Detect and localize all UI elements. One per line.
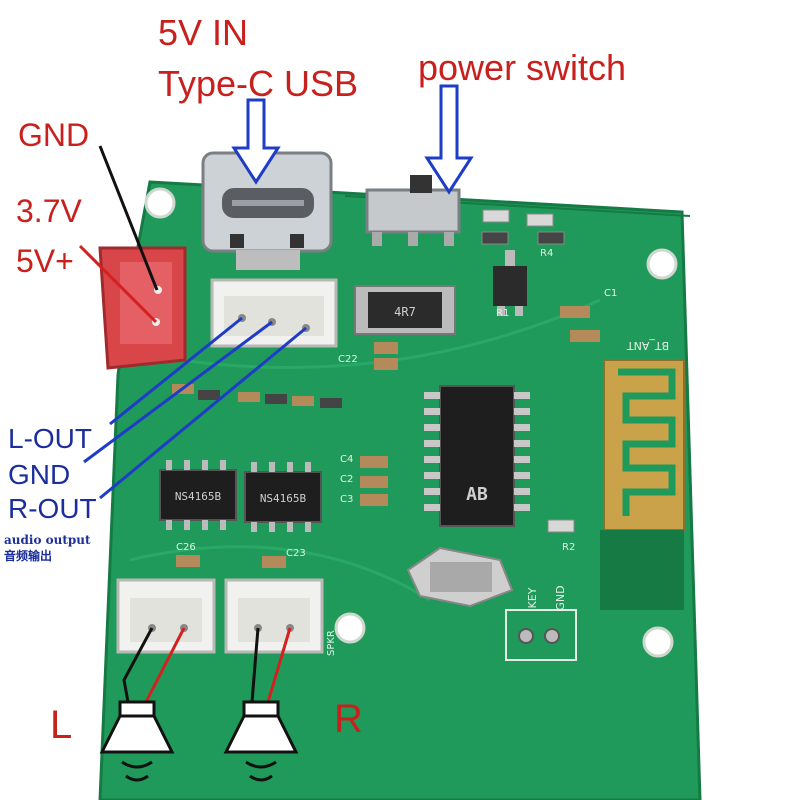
- usb-c-port: [201, 151, 333, 270]
- gnd-mark: GND: [554, 585, 567, 610]
- main-chip: AB: [424, 385, 530, 527]
- amp-right-mark: NS4165B: [260, 492, 307, 505]
- spkr-mark: SPKR: [326, 630, 337, 656]
- bt-ant-mark: BT_ANT: [627, 339, 670, 352]
- input-label-line1: 5V IN: [158, 12, 248, 53]
- power-switch: [365, 175, 461, 246]
- gnd-out-label: GND: [8, 459, 70, 490]
- audio-output-cn-label: 音频输出: [4, 548, 52, 563]
- audio-output-label: audio output: [4, 533, 91, 547]
- c2-mark: C2: [340, 474, 353, 485]
- audio-out-lines: [83, 316, 307, 500]
- transistor: [493, 250, 527, 316]
- r4-mark: R4: [540, 248, 553, 259]
- key-header: KEY GND: [505, 585, 577, 661]
- speaker-left-icon: [99, 700, 175, 782]
- r-out-label: R-OUT: [8, 493, 97, 524]
- key-mark: KEY: [526, 587, 539, 608]
- inductor: 4R7: [354, 285, 456, 335]
- c1-mark: C1: [604, 288, 617, 299]
- c22-mark: C22: [338, 354, 358, 365]
- silkscreen-labels: R1 R2 R4 C1 C2 C3 C4 C22 C23 C26 SPKR: [176, 248, 617, 656]
- audio-connector-3pin: [210, 278, 338, 348]
- speaker-connector-right: [224, 578, 324, 654]
- speaker-wires: [122, 627, 292, 703]
- switch-arrow-icon: [424, 84, 474, 195]
- inductor-mark: 4R7: [394, 305, 416, 319]
- right-speaker-label: R: [334, 697, 363, 741]
- mounting-holes: [144, 187, 678, 658]
- speaker-right-icon: [223, 700, 299, 782]
- l-out-label: L-OUT: [8, 423, 92, 454]
- amp-chip-left: NS4165B: [159, 460, 237, 530]
- battery-wires: [78, 145, 159, 324]
- battery-gnd-label: GND: [18, 117, 89, 153]
- power-switch-label: power switch: [418, 47, 626, 88]
- c3-mark: C3: [340, 494, 353, 505]
- amp-left-mark: NS4165B: [175, 490, 222, 503]
- battery-5v-label: 5V+: [16, 243, 74, 279]
- battery-37v-label: 3.7V: [16, 193, 82, 229]
- c23-mark: C23: [286, 548, 306, 559]
- amp-chip-right: NS4165B: [244, 462, 322, 532]
- c26-mark: C26: [176, 542, 196, 553]
- crystal: [406, 546, 514, 608]
- bluetooth-antenna: BT_ANT: [600, 339, 685, 610]
- c4-mark: C4: [340, 454, 353, 465]
- r2-mark: R2: [562, 542, 575, 553]
- main-chip-mark: AB: [466, 484, 488, 505]
- usb-arrow-icon: [231, 98, 281, 185]
- r1-mark: R1: [496, 308, 509, 319]
- speaker-connector-left: [116, 578, 216, 654]
- input-label-line2: Type-C USB: [158, 63, 358, 104]
- left-speaker-label: L: [50, 703, 72, 747]
